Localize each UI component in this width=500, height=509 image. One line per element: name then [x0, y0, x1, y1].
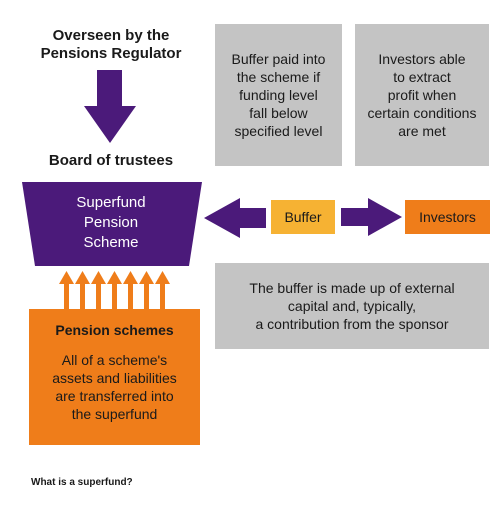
buffer-box: Buffer	[271, 200, 335, 234]
regulator-line-1: Overseen by the	[52, 27, 170, 44]
up-arrow-icon	[155, 271, 170, 309]
pension-schemes-title: Pension schemes	[55, 322, 174, 338]
buffer-info-box: Buffer paid into the scheme if funding l…	[215, 24, 342, 166]
up-arrow-icon	[107, 271, 122, 309]
investor-info-line: certain conditions	[367, 105, 477, 121]
buffer-info-line: funding level	[239, 87, 318, 103]
investor-info-line: profit when	[387, 87, 457, 103]
transfer-up-arrows	[59, 271, 170, 309]
superfund-trapezoid	[22, 182, 202, 266]
regulator-line-2: Pensions Regulator	[40, 45, 182, 62]
pension-desc-line: are transferred into	[55, 388, 174, 404]
pension-desc-line: All of a scheme's	[61, 352, 168, 368]
pension-desc-line: assets and liabilities	[52, 370, 177, 386]
pension-schemes-box: Pension schemes All of a scheme's assets…	[29, 309, 200, 445]
buffer-info-line: specified level	[234, 123, 323, 139]
buffer-to-superfund-arrow	[204, 198, 266, 238]
up-arrow-icon	[91, 271, 106, 309]
investors-box: Investors	[405, 200, 490, 234]
buffer-to-investors-arrow	[341, 198, 402, 236]
pension-schemes-description: All of a scheme's assets and liabilities…	[29, 351, 200, 423]
investor-info-box: Investors able to extract profit when ce…	[355, 24, 489, 166]
board-of-trustees-label: Board of trustees	[48, 152, 174, 169]
buffer-info-line: fall below	[249, 105, 308, 121]
buffer-note-line: The buffer is made up of external	[249, 280, 455, 296]
superfund-label: Superfund Pension Scheme	[46, 193, 176, 253]
superfund-line-3: Scheme	[83, 234, 139, 251]
investor-info-line: Investors able	[378, 51, 466, 67]
superfund-line-1: Superfund	[76, 194, 146, 211]
investor-info-line: are met	[398, 123, 446, 139]
up-arrow-icon	[75, 271, 90, 309]
investor-info-line: to extract	[393, 69, 451, 85]
pension-desc-line: the superfund	[71, 406, 158, 422]
superfund-line-2: Pension	[83, 214, 139, 231]
up-arrow-icon	[59, 271, 74, 309]
buffer-info-line: Buffer paid into	[231, 51, 326, 67]
up-arrow-icon	[123, 271, 138, 309]
buffer-note-box: The buffer is made up of external capita…	[215, 263, 489, 349]
up-arrow-icon	[139, 271, 154, 309]
buffer-note-line: a contribution from the sponsor	[255, 316, 449, 332]
buffer-info-line: the scheme if	[236, 69, 321, 85]
regulator-down-arrow	[84, 70, 136, 143]
figure-caption: What is a superfund?	[31, 477, 133, 488]
regulator-label: Overseen by the Pensions Regulator	[30, 27, 192, 63]
buffer-note-line: capital and, typically,	[287, 298, 417, 314]
